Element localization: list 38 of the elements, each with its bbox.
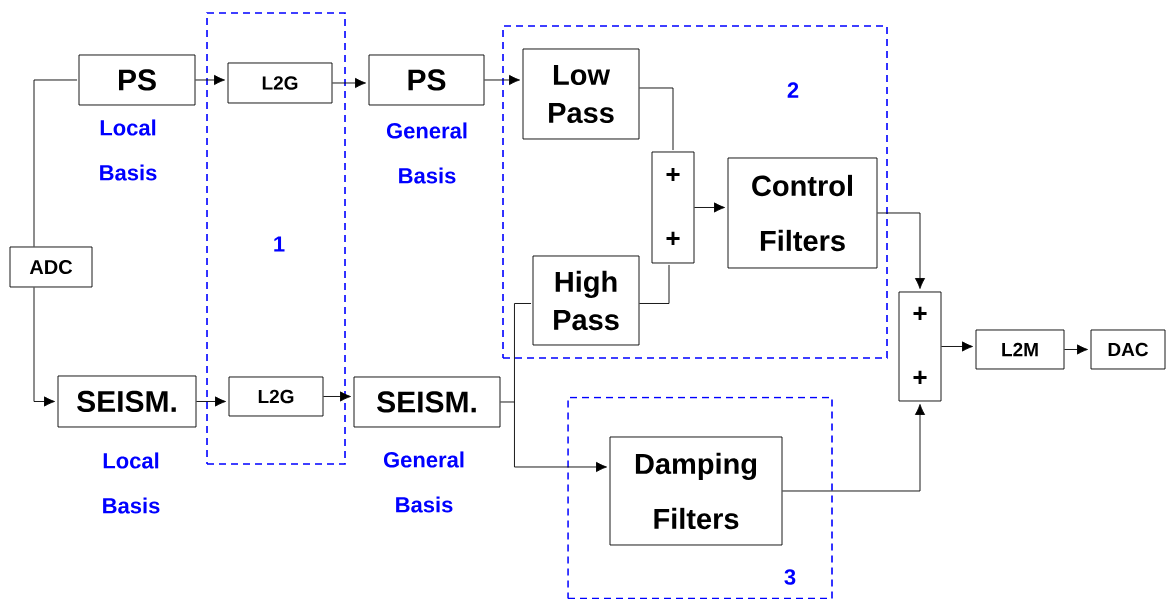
arrow <box>514 401 607 473</box>
arrow <box>484 74 520 86</box>
process-box: L2M <box>975 329 1065 370</box>
process-box: Control Filters <box>727 157 878 269</box>
summing-junction-box: + + <box>651 151 695 264</box>
connector-line <box>639 264 670 304</box>
process-box: ADC <box>9 246 93 288</box>
arrow <box>782 404 926 492</box>
process-box: DAC <box>1090 329 1166 370</box>
process-box: PS <box>78 54 196 106</box>
process-box: SEISM. <box>353 376 501 428</box>
arrow <box>323 391 351 402</box>
basis-label: Local Basis <box>103 452 160 514</box>
basis-label: General Basis <box>383 451 464 513</box>
summing-junction-box: + + <box>898 291 942 402</box>
process-box: High Pass <box>532 255 640 346</box>
arrow <box>941 341 973 352</box>
basis-label: General Basis <box>386 122 467 184</box>
region-number: 2 <box>787 82 799 98</box>
arrow <box>694 202 725 213</box>
arrow <box>332 77 366 89</box>
process-box: SEISM. <box>57 375 197 428</box>
connector-line <box>639 87 674 151</box>
arrow <box>33 287 55 407</box>
basis-label: Local Basis <box>100 119 157 181</box>
connector-line <box>500 303 532 403</box>
process-box: L2G <box>228 376 324 417</box>
process-box: PS <box>368 54 485 106</box>
region-number: 3 <box>784 569 796 585</box>
connector-line <box>33 79 78 247</box>
arrow <box>877 212 926 289</box>
region-number: 1 <box>274 236 285 252</box>
arrow <box>195 74 225 86</box>
arrow <box>1064 344 1088 355</box>
process-box: Damping Filters <box>609 436 783 546</box>
arrow <box>196 396 226 407</box>
process-box: L2G <box>227 62 333 104</box>
process-box: Low Pass <box>522 48 640 140</box>
